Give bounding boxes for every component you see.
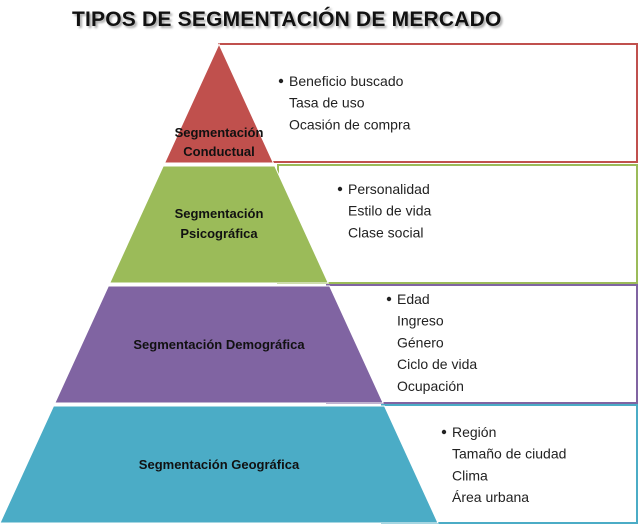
pyramid-level-4	[0, 405, 439, 524]
detail-item: Beneficio buscado	[289, 73, 404, 89]
detail-item: Ocasión de compra	[289, 116, 411, 132]
detail-box-3	[326, 284, 638, 404]
pyramid-level-1	[163, 42, 275, 164]
detail-item: Ocupación	[397, 378, 464, 394]
detail-item: Ciclo de vida	[397, 356, 477, 372]
pyramid-level-3	[54, 285, 384, 404]
detail-item: Ingreso	[397, 313, 444, 329]
pyramid-level-1-label: Conductual	[183, 144, 255, 159]
pyramid-level-2-label: Segmentación	[175, 206, 264, 221]
detail-item: Clima	[452, 467, 488, 483]
detail-item: Edad	[397, 291, 430, 307]
detail-item: Región	[452, 424, 496, 440]
detail-item: Área urbana	[452, 489, 529, 505]
pyramid-level-2-label: Psicográfica	[180, 226, 258, 241]
detail-box-2	[277, 164, 638, 284]
detail-item: Género	[397, 334, 444, 350]
detail-box-4	[381, 404, 638, 524]
detail-box-1	[218, 43, 638, 163]
detail-item: Clase social	[348, 224, 423, 240]
bullet-icon	[278, 78, 284, 84]
pyramid-level-1-label: Segmentación	[175, 125, 264, 140]
pyramid-level-4-label: Segmentación Geográfica	[139, 457, 300, 472]
bullet-icon	[386, 296, 392, 302]
detail-item: Tasa de uso	[289, 95, 365, 111]
pyramid-level-2	[108, 165, 330, 284]
detail-item: Estilo de vida	[348, 203, 431, 219]
bullet-icon	[441, 429, 447, 435]
detail-item: Tamaño de ciudad	[452, 446, 566, 462]
bullet-icon	[337, 186, 343, 192]
pyramid-level-3-label: Segmentación Demográfica	[133, 337, 305, 352]
diagram-title: TIPOS DE SEGMENTACIÓN DE MERCADO	[72, 8, 502, 31]
detail-item: Personalidad	[348, 181, 430, 197]
